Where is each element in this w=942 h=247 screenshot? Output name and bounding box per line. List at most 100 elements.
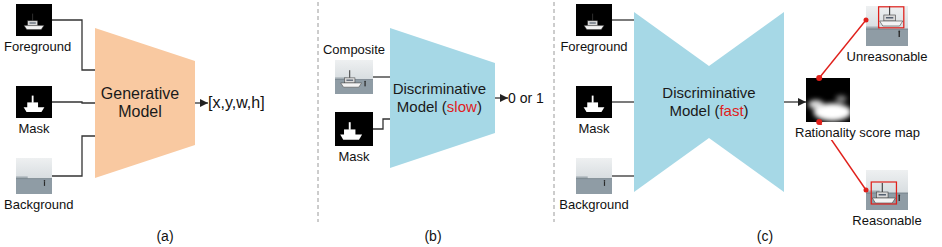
panel-label: (b) [424, 228, 441, 244]
connector [784, 102, 806, 103]
black-ground [16, 4, 52, 36]
sea-scene [866, 170, 908, 210]
model-label: Generative Model [98, 85, 182, 121]
image-caption: Reasonable [851, 213, 922, 228]
black-ground [335, 112, 373, 146]
image-tile: Composite [335, 60, 373, 94]
image-caption: Foreground [3, 39, 72, 54]
low-score [836, 96, 847, 103]
foreground-image [576, 4, 612, 36]
image-tile: Unreasonable [866, 6, 908, 46]
image-caption: Background [3, 197, 74, 212]
model-outline [634, 12, 784, 192]
model-block: Discriminative Model (slow) [390, 28, 495, 168]
connector [195, 103, 208, 104]
foreground-image [16, 4, 52, 36]
black-ground [576, 86, 612, 118]
connector-line [784, 101, 806, 102]
score-map-image [806, 78, 851, 122]
boat [24, 14, 44, 30]
model-outline [95, 28, 195, 178]
panel-divider [318, 2, 319, 222]
model-block: Discriminative Model (fast) [634, 12, 784, 192]
panel-label: (a) [156, 228, 173, 244]
unreasonable-image [866, 6, 908, 46]
sea-scene [866, 6, 908, 46]
image-tile: Mask [335, 112, 373, 146]
connector [52, 102, 95, 103]
image-caption: Background [558, 197, 629, 212]
background-image [576, 158, 612, 194]
connector-line [373, 76, 390, 77]
image-tile: Foreground [576, 4, 612, 36]
image-caption: Mask [17, 121, 50, 136]
model-label: Discriminative Model (slow) [389, 80, 489, 116]
image-tile: Reasonable [866, 170, 908, 210]
sea-scene [335, 60, 373, 94]
image-tile: Background [16, 158, 52, 194]
highlight-box [871, 182, 896, 204]
connector [373, 119, 390, 129]
image-tile: Background [576, 158, 612, 194]
model-name: Discriminative Model (slow) [389, 80, 489, 116]
speed-word: fast [719, 102, 743, 119]
model-label: Discriminative Model (fast) [655, 84, 763, 120]
model-block: Generative Model [95, 28, 195, 178]
boat [584, 14, 604, 30]
composite-image [335, 60, 373, 94]
mask-image [335, 112, 373, 146]
focus-dot [864, 18, 869, 23]
model-name-part: ) [477, 98, 482, 115]
output-value: [x,y,w,h] [208, 94, 265, 112]
focus-dot [816, 75, 822, 81]
model-name: Generative Model [98, 85, 182, 121]
background-image [16, 158, 52, 194]
black-ground [16, 86, 52, 118]
mask-shape [24, 96, 45, 112]
speed-word: slow [447, 98, 477, 115]
output-text: 0 or 1 [508, 89, 544, 107]
connector-line [52, 136, 95, 176]
model-name-part: ) [744, 102, 749, 119]
model-name: Discriminative Model (fast) [655, 84, 763, 120]
focus-dot [864, 188, 869, 193]
connector-line [52, 102, 95, 103]
connector [612, 176, 634, 177]
panel-divider [554, 2, 555, 222]
image-tile: Mask [576, 86, 612, 118]
score-blob [808, 96, 851, 121]
connector-line [195, 102, 208, 103]
connector-line [612, 19, 634, 20]
image-caption: Mask [577, 121, 610, 136]
image-caption: Composite [322, 42, 386, 57]
mid-score [808, 100, 823, 109]
image-tile: Mask [16, 86, 52, 118]
connector-line [373, 119, 390, 129]
mask-image [576, 86, 612, 118]
mask-image [16, 86, 52, 118]
boat [880, 6, 903, 26]
sea-scene [16, 158, 52, 194]
connector [612, 102, 634, 103]
output-value: 0 or 1 [508, 89, 544, 107]
connector [495, 98, 508, 99]
highlight-box [879, 7, 904, 28]
output-text: [x,y,w,h] [208, 94, 265, 112]
boat [341, 70, 362, 87]
image-caption: Unreasonable [846, 49, 929, 64]
boat [872, 183, 895, 203]
image-caption: Rationality score map [794, 125, 921, 140]
connector [373, 77, 390, 78]
sea-scene [576, 158, 612, 194]
mask-shape [584, 96, 605, 112]
image-caption: Foreground [559, 39, 628, 54]
panel-label: (c) [757, 228, 773, 244]
connector-line [495, 97, 508, 98]
reasonable-image [866, 170, 908, 210]
connector [52, 136, 95, 176]
mask-shape [340, 122, 362, 139]
model-outline [390, 28, 495, 168]
connector-line [612, 175, 634, 176]
black-ground [576, 4, 612, 36]
